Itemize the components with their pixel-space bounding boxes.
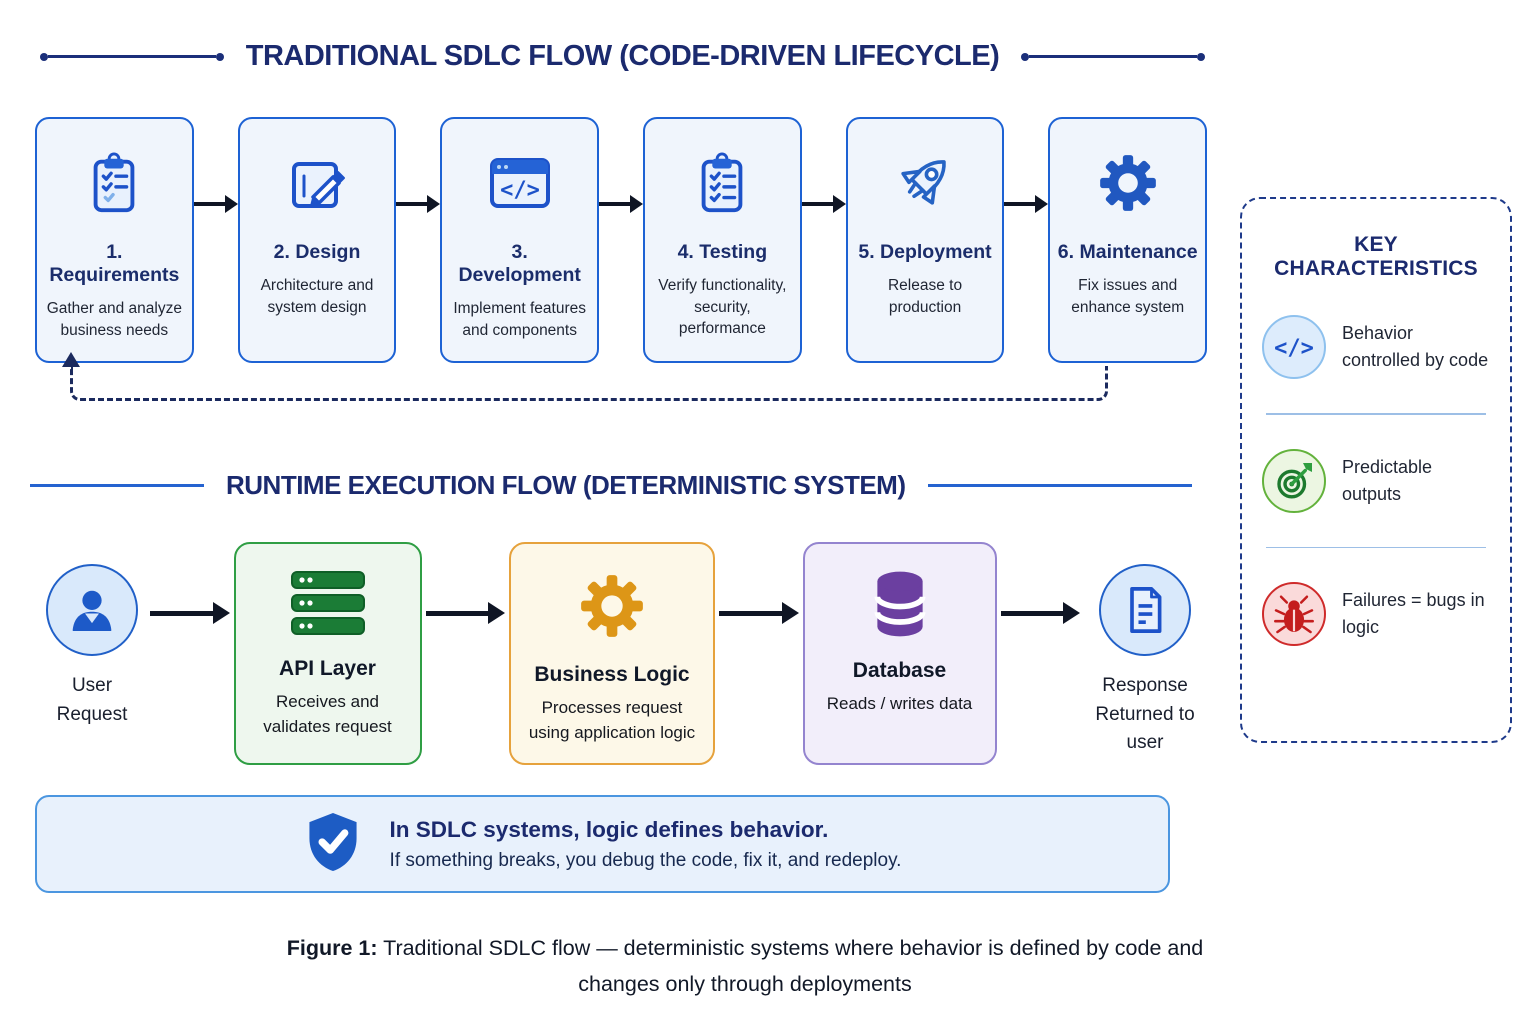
arrow-right-icon [425,601,505,625]
kc-item-label: Behavior controlled by code [1342,323,1489,370]
business-logic-desc: Processes request using application logi… [528,698,696,742]
arrow-right-icon [193,195,238,213]
gear-icon [1095,145,1161,221]
arrow-right-icon [1004,195,1049,213]
arrow-right-icon [150,601,230,625]
code-window-icon: </> [485,145,555,221]
kc-item-failures: Failures = bugs in logic [1262,548,1490,680]
response-node: Response Returned to user [1084,542,1206,758]
left-decor-line [39,52,224,61]
server-stack-icon [285,568,371,643]
feedback-loop-dashed-line [70,366,1108,401]
api-layer-title: API Layer [279,657,376,680]
left-decor-line [30,484,204,487]
business-logic-box: Business Logic Processes request using a… [509,542,715,765]
right-decor-line [1021,52,1206,61]
kc-item-label: Failures = bugs in logic [1342,590,1485,637]
kc-item-behavior: </> Behavior controlled by code [1262,281,1490,413]
clipboard-icon [83,145,145,221]
code-icon: </> [1262,315,1326,379]
gear-icon [574,568,650,649]
user-icon [46,564,138,656]
divider [1266,413,1486,415]
database-box: Database Reads / writes data [802,542,997,765]
kc-item-label: Predictable outputs [1342,456,1433,504]
shield-check-icon [304,809,362,880]
sdlc-step-title: 6. Maintenance [1057,241,1198,263]
rocket-icon [892,145,958,221]
sdlc-step-development: </> 3. Development Implement features an… [440,117,600,363]
key-characteristics-panel: KEY CHARACTERISTICS </> Behavior control… [1240,197,1512,743]
right-decor-line [927,484,1192,487]
sdlc-step-deployment: 5. Deployment Release to production [845,117,1005,363]
sdlc-step-requirements: 1. Requirements Gather and analyze busin… [35,117,194,363]
sdlc-section-title: TRADITIONAL SDLC FLOW (CODE-DRIVEN LIFEC… [245,40,1000,72]
target-icon [1262,448,1326,513]
runtime-section-header: RUNTIME EXECUTION FLOW (DETERMINISTIC SY… [30,470,1192,501]
arrow-right-icon [801,195,846,213]
api-layer-desc: Receives and validates request [263,692,392,736]
database-icon [867,568,933,645]
database-desc: Reads / writes data [826,694,973,713]
arrow-right-icon [599,195,644,213]
business-logic-title: Business Logic [534,663,690,686]
caption-text: Traditional SDLC flow — deterministic sy… [383,936,1204,997]
arrow-right-icon [1000,601,1080,625]
sdlc-step-testing: 4. Testing Verify functionality, securit… [643,117,802,363]
key-characteristics-title: KEY CHARACTERISTICS [1274,233,1478,280]
design-pencil-icon [285,145,349,221]
response-node-label: Response Returned to user [1095,675,1195,753]
sdlc-step-title: 2. Design [273,241,361,263]
caption-prefix: Figure 1: [286,936,378,960]
sdlc-flow-row: 1. Requirements Gather and analyze busin… [35,117,1208,363]
sdlc-step-title: 3. Development [458,241,581,286]
sdlc-section-header: TRADITIONAL SDLC FLOW (CODE-DRIVEN LIFEC… [35,40,1210,73]
sdlc-step-desc: Fix issues and enhance system [1071,277,1185,316]
user-request-node: User Request [38,542,146,729]
svg-text:</>: </> [500,178,540,203]
feedback-arrowhead-icon [62,352,80,367]
arrow-right-icon [719,601,799,625]
sdlc-step-desc: Implement features and components [453,300,587,339]
sdlc-step-design: 2. Design Architecture and system design [237,117,397,363]
checklist-icon [691,145,753,221]
sdlc-step-desc: Gather and analyze business needs [46,300,182,339]
sdlc-step-title: 5. Deployment [858,241,992,263]
sdlc-step-maintenance: 6. Maintenance Fix issues and enhance sy… [1048,117,1208,363]
note-headline: In SDLC systems, logic defines behavior. [389,816,829,842]
kc-item-predictable: Predictable outputs [1262,415,1490,547]
note-text: In SDLC systems, logic defines behavior.… [390,817,902,872]
runtime-flow-row: User Request API Layer Receives and vali… [38,542,1206,782]
svg-text:</>: </> [1274,336,1314,361]
figure-caption: Figure 1: Traditional SDLC flow — determ… [285,930,1205,1002]
sdlc-step-desc: Architecture and system design [260,277,374,316]
user-node-label: User Request [56,675,128,725]
database-title: Database [852,659,947,682]
summary-note-box: In SDLC systems, logic defines behavior.… [35,795,1170,893]
note-subline: If something breaks, you debug the code,… [389,849,902,871]
runtime-section-title: RUNTIME EXECUTION FLOW (DETERMINISTIC SY… [226,470,906,500]
bug-icon [1262,582,1326,646]
arrow-right-icon [396,195,441,213]
sdlc-step-title: 1. Requirements [49,241,180,286]
api-layer-box: API Layer Receives and validates request [233,542,422,765]
sdlc-step-title: 4. Testing [677,241,768,263]
document-icon [1099,564,1191,656]
sdlc-step-desc: Release to production [887,277,963,316]
sdlc-step-desc: Verify functionality, security, performa… [658,277,787,338]
divider [1266,546,1486,548]
